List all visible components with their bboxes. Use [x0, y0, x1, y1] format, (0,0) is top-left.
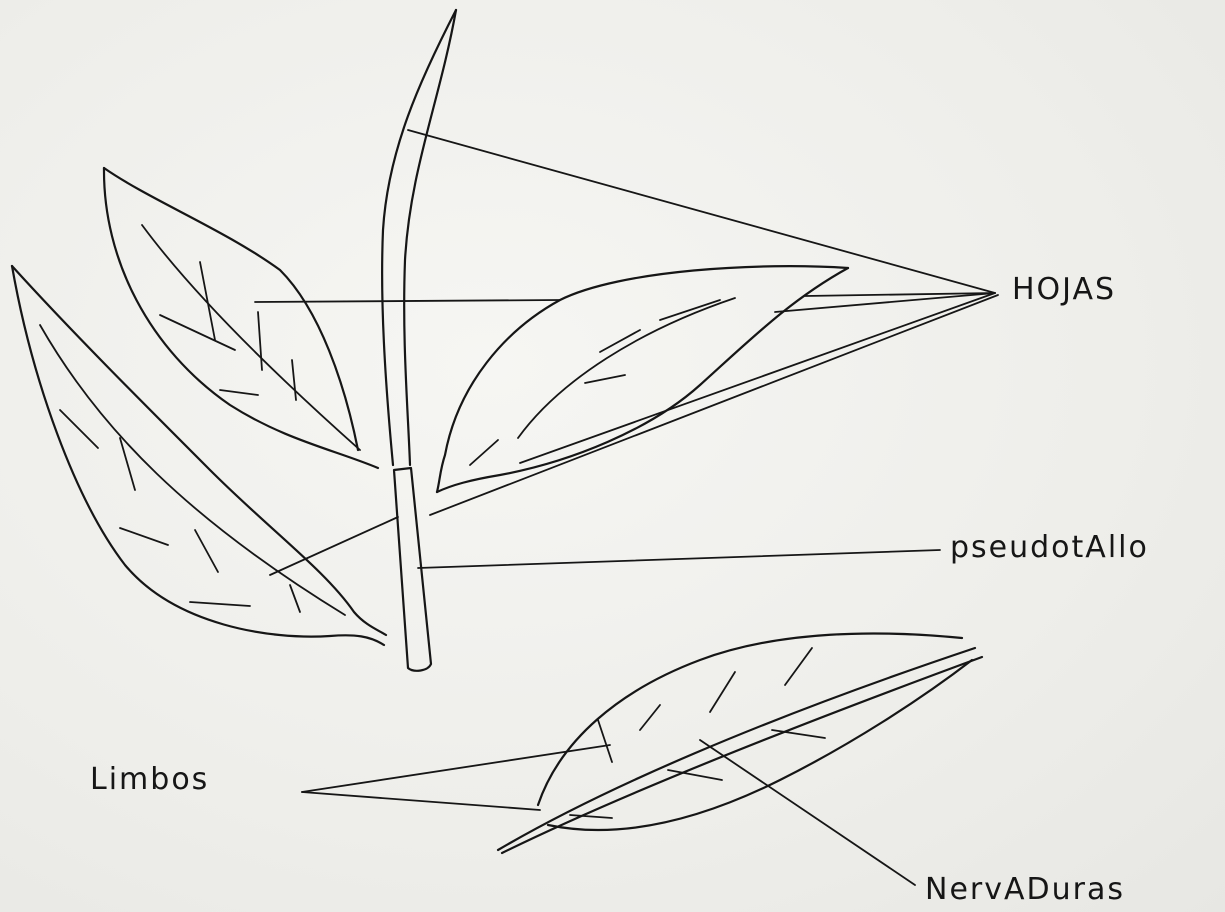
pseudostem	[394, 468, 431, 671]
label-hojas: HOJAS	[1012, 272, 1116, 307]
label-limbos: Limbos	[90, 762, 209, 797]
label-pseudotallo: pseudotAllo	[950, 530, 1149, 565]
bottom-leaf	[498, 633, 982, 853]
lower-left-leaf	[12, 266, 386, 645]
upper-left-leaf	[104, 168, 378, 468]
label-nervaduras: NervADuras	[925, 872, 1125, 907]
pseudotallo-leader	[418, 550, 940, 568]
nervaduras-leader	[700, 740, 915, 885]
hojas-leaders	[255, 130, 998, 575]
upright-leaf	[382, 10, 456, 465]
